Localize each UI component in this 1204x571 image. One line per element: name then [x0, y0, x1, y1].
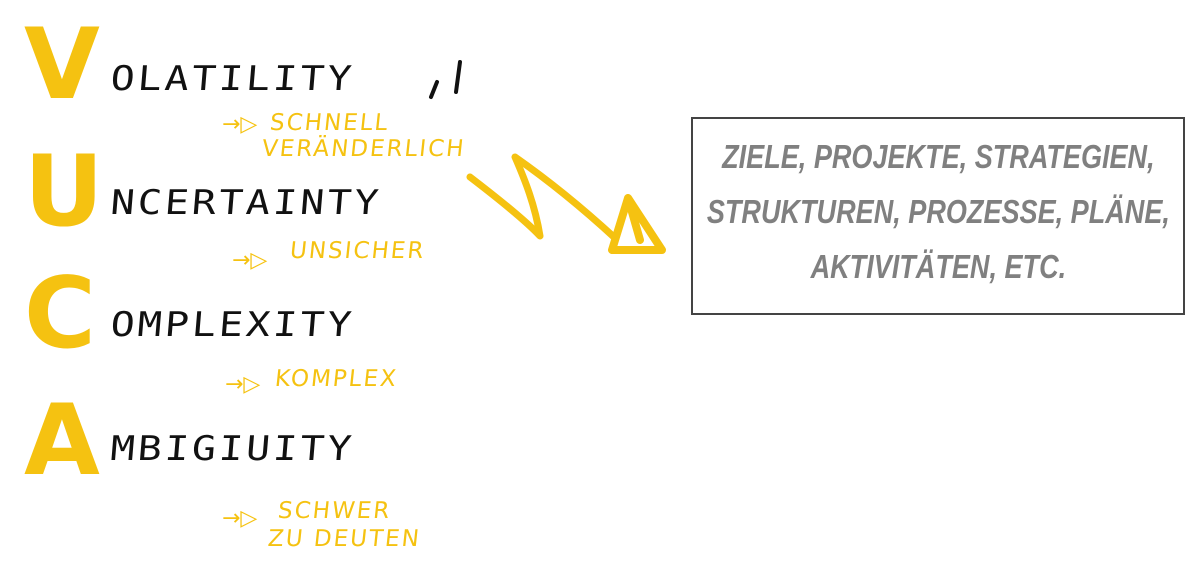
word-ambiguity: MBIGIUITY — [108, 429, 356, 469]
letter-v: V — [24, 8, 100, 122]
note-ambiguity-1: SCHWER — [276, 498, 393, 524]
result-box-text: ZIELE, PROJEKTE, STRATEGIEN, STRUKTUREN,… — [706, 129, 1169, 294]
note-volatility-1: SCHNELL — [268, 110, 391, 136]
box-line: ZIELE, PROJEKTE, STRATEGIEN, — [721, 137, 1155, 175]
note-volatility-2: VERÄNDERLICH — [260, 136, 467, 162]
note-uncertainty: UNSICHER — [288, 238, 427, 264]
letter-c: C — [24, 257, 96, 371]
note-arrow-icon: →▷ — [222, 506, 258, 531]
word-uncertainty: NCERTAINTY — [108, 183, 384, 223]
note-arrow-icon: →▷ — [232, 248, 268, 273]
letter-u: U — [24, 135, 104, 249]
word-volatility: OLATILITY — [108, 59, 356, 99]
note-arrow-icon: →▷ — [225, 372, 261, 397]
box-line: AKTIVITÄTEN, ETC. — [810, 247, 1066, 285]
letter-a: A — [24, 384, 100, 498]
result-box: ZIELE, PROJEKTE, STRATEGIEN, STRUKTUREN,… — [691, 117, 1185, 315]
note-ambiguity-2: ZU DEUTEN — [266, 526, 423, 552]
box-line: STRUKTUREN, PROZESSE, PLÄNE, — [706, 192, 1170, 230]
word-complexity: OMPLEXITY — [108, 305, 356, 345]
note-arrow-icon: →▷ — [222, 112, 258, 137]
note-complexity: KOMPLEX — [273, 366, 400, 392]
